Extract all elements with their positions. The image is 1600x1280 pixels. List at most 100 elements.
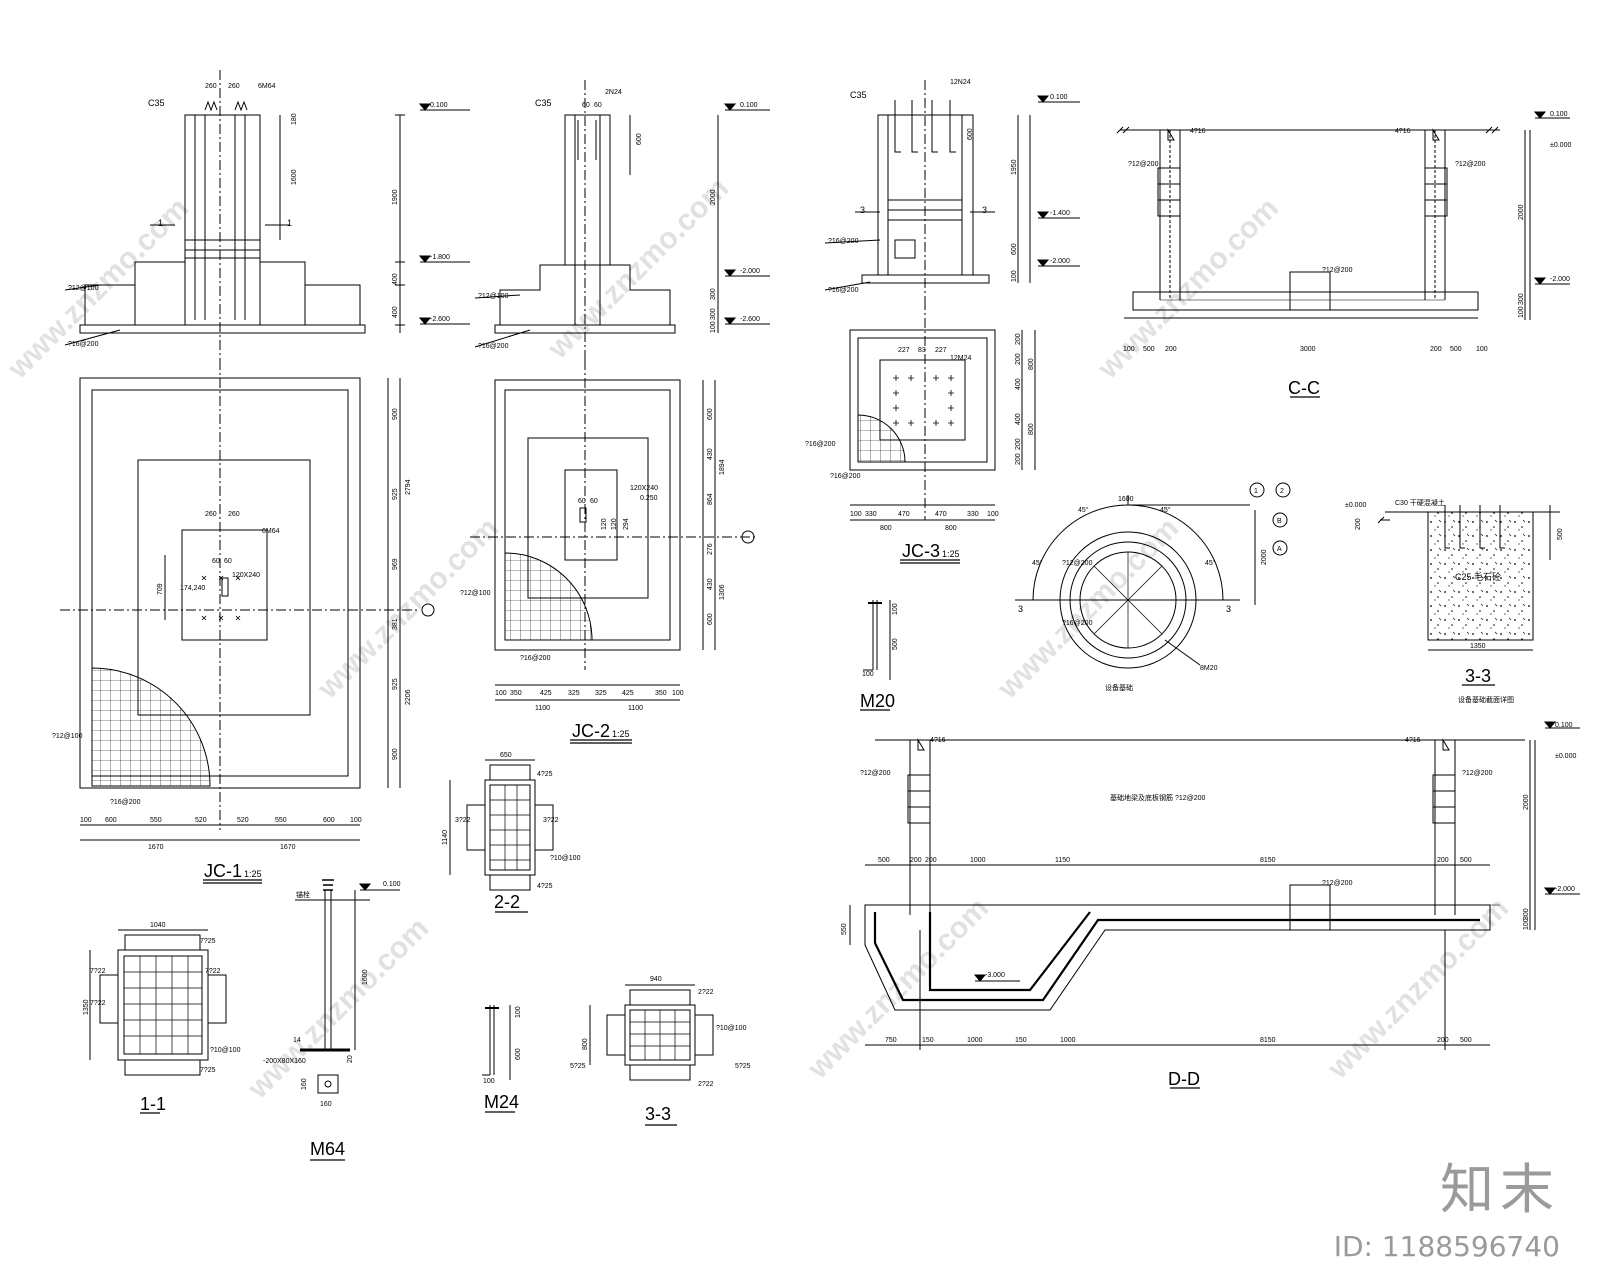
m64-elev: 0.100 [383,881,401,888]
jc1-inner-dim: 60 [224,558,232,565]
jc3-elev: -1.400 [1050,210,1070,217]
dd-top-dim: 200 [910,857,922,864]
s33r-elev: ±0.000 [1345,502,1366,509]
dd-bot-dim: 150 [1015,1037,1027,1044]
jc2-dim: 60 [582,102,590,109]
dd-elev: 0.100 [1555,722,1573,729]
dd-elev: ±0.000 [1555,753,1576,760]
jc3-plan-vdim: 400 [1015,413,1022,425]
jc3-section-mark: 3 [982,205,987,215]
watermark-text: www.znzmo.com [541,172,735,366]
jc3-plan [849,300,1036,521]
s22-dim: 650 [500,752,512,759]
dd-elev: -3.000 [985,972,1005,979]
s22-title: 2-2 [494,892,520,912]
watermark-text: www.znzmo.com [1091,192,1285,386]
jc2-plan-vdim: 600 [707,408,714,420]
jc1-dim: 260 [228,83,240,90]
s11-bar: 7?22 [205,968,221,975]
cc-hdim: 100 [1123,346,1135,353]
jc1-plan-hdim: 550 [275,817,287,824]
m64-plate: -200X80X160 [263,1058,306,1065]
dd-title: D-D [1168,1069,1200,1089]
ring-axis: B [1277,518,1282,525]
cc-hdim: 500 [1450,346,1462,353]
jc1-plan-hdim: 520 [237,817,249,824]
jc2-inner-dim: 294 [623,518,630,530]
s22-bar: 3?22 [455,817,471,824]
jc1-inner-dim: 709 [157,583,164,595]
jc2-plan-rebar: ?12@100 [460,590,491,597]
ring-rebar: ?12@200 [1062,560,1093,567]
s33r-dim: 200 [1355,518,1362,530]
cc-rebar: ?12@200 [1128,161,1159,168]
cc-hdim: 3000 [1300,346,1316,353]
cc-vdim: 100 [1518,306,1525,318]
ring-angle: 45° [1160,506,1171,514]
jc3-plan-hdim: 330 [865,511,877,518]
jc3-inner-dim: 227 [935,347,947,354]
s11-bar: ?10@100 [210,1047,241,1054]
dd-bot-dim: 200 [1437,1037,1449,1044]
jc2-inner-dim: 120X240 [630,485,658,492]
jc3-plan-hdim: 470 [898,511,910,518]
dd-top-dim: 500 [878,857,890,864]
dd-rebar: ?12@200 [1462,770,1493,777]
jc3-elevation [824,80,1080,300]
jc1-inner-dim: 60 [212,558,220,565]
s22-bar: 4?25 [537,883,553,890]
jc2-plan-hdim: 425 [540,690,552,697]
jc1-section-mark: 1 [287,218,292,228]
cc-hdim: 200 [1165,346,1177,353]
jc3-elev: 0.100 [1050,94,1068,101]
dd-note: 基础地梁及底板钢筋 ?12@200 [1110,793,1206,802]
ring-section-mark: 3 [1018,604,1023,614]
jc3-rebar: ?16@200 [828,287,859,294]
jc1-elev: 0.100 [430,102,448,109]
jc1-section-mark: 1 [158,218,163,228]
dd-bot-dim: 1000 [1060,1037,1076,1044]
dd-rebar: 4?16 [930,737,946,744]
jc3-plan-total: 800 [880,525,892,532]
jc1-plan-hdim: 550 [150,817,162,824]
jc3-section-mark: 3 [860,205,865,215]
jc2-vdim: 100 [710,321,717,333]
jc2-inner-dim: 120 [601,518,608,530]
jc3-plan-rebar: ?16@200 [830,473,861,480]
jc1-bolt-label: 6M64 [258,83,276,90]
dd-top-dim: 500 [1460,857,1472,864]
jc3-plan-vdim: 400 [1015,378,1022,390]
jc3-rebar: ?16@200 [828,238,859,245]
cc-hdim: 500 [1143,346,1155,353]
jc3-plan-hdim: 470 [935,511,947,518]
m64-n: 14 [293,1037,301,1044]
jc2-elev: -2.600 [740,316,760,323]
jc1-rebar: ?12@100 [68,285,99,292]
cc-hdim: 200 [1430,346,1442,353]
jc1-plan-vdim: 969 [392,558,399,570]
s33l-dim: 800 [582,1038,589,1050]
m64-label: 锚栓 [296,890,310,899]
jc2-plan-vdim: 864 [707,493,714,505]
jc1-plan-hdim: 100 [350,817,362,824]
jc3-plan-vdim: 200 [1015,333,1022,345]
cc-rebar: ?12@200 [1455,161,1486,168]
jc2-vdim: 2000 [710,189,717,205]
jc1-elevation [64,70,470,360]
jc2-plan-hdim: 350 [510,690,522,697]
jc1-vdim: 400 [392,306,399,318]
s33r-dim: 1350 [1470,643,1486,650]
znzmo-logo: 知末 ID: 1188596740 [1334,1145,1560,1263]
s11-bar: 7?22 [90,1000,106,1007]
jc3-plan-rebar: ?16@200 [805,441,836,448]
s33l-dim: 940 [650,976,662,983]
jc3-concrete-label: C35 [850,90,867,100]
s33r-title: 3-3 [1465,666,1491,686]
jc2-plan-hdim: 325 [595,690,607,697]
s22-dim: 1140 [442,830,449,845]
s11-bar: 7?25 [200,938,216,945]
dd-top-dim: 200 [1437,857,1449,864]
jc2-plan-total: 1894 [719,459,726,475]
dd-top-dim: 8150 [1260,857,1276,864]
